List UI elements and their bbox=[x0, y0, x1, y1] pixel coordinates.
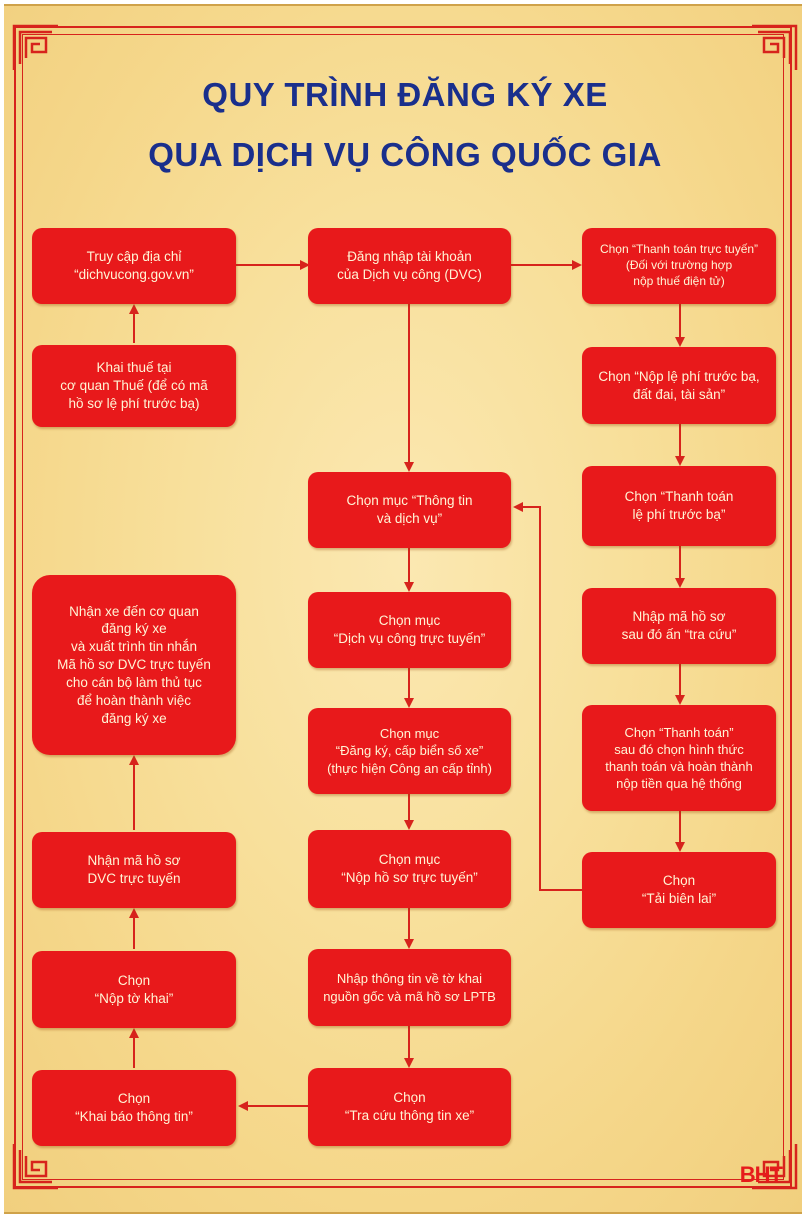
step-dvc-truc-tuyen-text: Chọn mục “Dịch vụ công trực tuyến” bbox=[333, 613, 486, 646]
arrow-tai-bien-lai-to-thong-tin-dich-vu bbox=[513, 502, 582, 891]
step-tai-bien-lai-text: Chọn “Tải biên lai” bbox=[641, 873, 717, 906]
step-nhan-xe-text: Nhận xe đến cơ quan đăng ký xe và xuất t… bbox=[57, 603, 211, 726]
inner-border bbox=[22, 34, 784, 1180]
step-chon-thanh-toan-text: Chọn “Thanh toán” sau đó chọn hình thức … bbox=[605, 724, 753, 792]
step-dang-ky-cap-bien-text: Chọn mục “Đăng ký, cấp biển số xe” (thực… bbox=[327, 726, 492, 776]
step-dang-nhap-text: Đăng nhập tài khoản của Dịch vụ công (DV… bbox=[337, 249, 482, 282]
step-tra-cuu-xe: Chọn “Tra cứu thông tin xe” bbox=[308, 1068, 511, 1146]
step-tai-bien-lai: Chọn “Tải biên lai” bbox=[582, 852, 776, 928]
step-tra-cuu-xe-text: Chọn “Tra cứu thông tin xe” bbox=[344, 1090, 475, 1123]
step-nhap-ma-ho-so-text: Nhập mã hồ sơ sau đó ấn “tra cứu” bbox=[621, 609, 737, 642]
title-line-2: QUA DỊCH VỤ CÔNG QUỐC GIA bbox=[148, 136, 662, 173]
step-nhap-ma-ho-so: Nhập mã hồ sơ sau đó ấn “tra cứu” bbox=[582, 588, 776, 664]
step-truy-cap: Truy cập địa chỉ “dichvucong.gov.vn” bbox=[32, 228, 236, 304]
step-thong-tin-dich-vu-text: Chọn mục “Thông tin và dịch vụ” bbox=[346, 493, 473, 526]
step-nhan-ma: Nhận mã hồ sơ DVC trực tuyến bbox=[32, 832, 236, 908]
step-khai-thue: Khai thuế tại cơ quan Thuế (để có mã hồ … bbox=[32, 345, 236, 427]
step-nop-ho-so-text: Chọn mục “Nộp hồ sơ trực tuyến” bbox=[341, 852, 478, 885]
step-nop-le-phi-text: Chọn “Nộp lệ phí trước bạ, đất đai, tài … bbox=[598, 368, 760, 402]
step-truy-cap-text: Truy cập địa chỉ “dichvucong.gov.vn” bbox=[74, 249, 194, 282]
title-line-1: QUY TRÌNH ĐĂNG KÝ XE bbox=[202, 76, 608, 113]
step-thanh-toan-le-phi-text: Chọn “Thanh toán lệ phí trước bạ” bbox=[624, 489, 734, 522]
corner-ornament-top-left bbox=[12, 24, 58, 70]
step-nhan-xe: Nhận xe đến cơ quan đăng ký xe và xuất t… bbox=[32, 575, 236, 755]
step-thong-tin-dich-vu: Chọn mục “Thông tin và dịch vụ” bbox=[308, 472, 511, 548]
corner-ornament-top-right bbox=[752, 24, 798, 70]
corner-ornament-bottom-right bbox=[752, 1144, 798, 1190]
step-thanh-toan-truc-tuyen-text: Chọn “Thanh toán trực tuyến” (Đối với tr… bbox=[599, 242, 759, 288]
outer-border bbox=[14, 26, 792, 1188]
step-dvc-truc-tuyen: Chọn mục “Dịch vụ công trực tuyến” bbox=[308, 592, 511, 668]
step-thanh-toan-truc-tuyen: Chọn “Thanh toán trực tuyến” (Đối với tr… bbox=[582, 228, 776, 304]
step-khai-bao-text: Chọn “Khai báo thông tin” bbox=[75, 1091, 193, 1124]
step-nhap-thong-tin: Nhập thông tin về tờ khai nguồn gốc và m… bbox=[308, 949, 511, 1026]
corner-ornament-bottom-left bbox=[12, 1144, 58, 1190]
step-chon-thanh-toan: Chọn “Thanh toán” sau đó chọn hình thức … bbox=[582, 705, 776, 811]
step-thanh-toan-le-phi: Chọn “Thanh toán lệ phí trước bạ” bbox=[582, 466, 776, 546]
step-khai-thue-text: Khai thuế tại cơ quan Thuế (để có mã hồ … bbox=[60, 360, 208, 411]
step-dang-nhap: Đăng nhập tài khoản của Dịch vụ công (DV… bbox=[308, 228, 511, 304]
step-khai-bao: Chọn “Khai báo thông tin” bbox=[32, 1070, 236, 1146]
step-nop-ho-so: Chọn mục “Nộp hồ sơ trực tuyến” bbox=[308, 830, 511, 908]
step-nhap-thong-tin-text: Nhập thông tin về tờ khai nguồn gốc và m… bbox=[323, 971, 496, 1004]
step-nhan-ma-text: Nhận mã hồ sơ DVC trực tuyến bbox=[87, 853, 181, 886]
bht-watermark-logo: BHT bbox=[739, 1162, 783, 1187]
step-nop-to-khai-text: Chọn “Nộp tờ khai” bbox=[94, 972, 174, 1006]
step-nop-le-phi: Chọn “Nộp lệ phí trước bạ, đất đai, tài … bbox=[582, 347, 776, 424]
step-nop-to-khai: Chọn “Nộp tờ khai” bbox=[32, 951, 236, 1028]
step-dang-ky-cap-bien: Chọn mục “Đăng ký, cấp biển số xe” (thực… bbox=[308, 708, 511, 794]
